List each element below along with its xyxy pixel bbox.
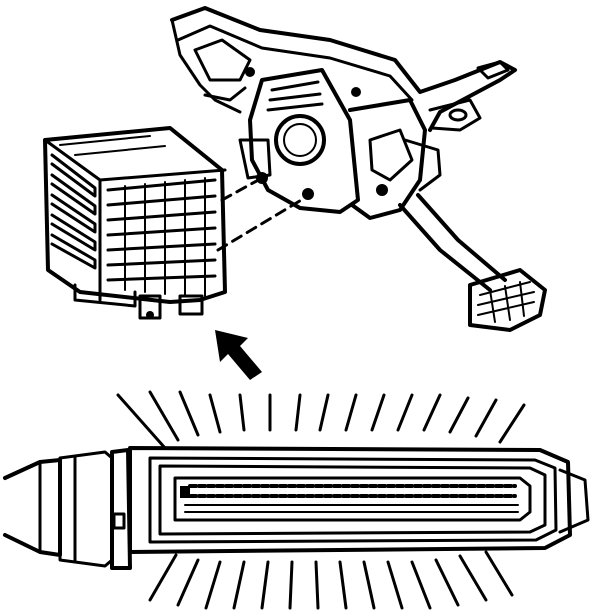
bracket-bolt-2 — [351, 87, 361, 97]
alignment-lines — [216, 176, 310, 252]
mount-stud-1 — [256, 172, 268, 184]
connector-pin-cavity — [173, 476, 532, 522]
insertion-arrow — [215, 330, 262, 380]
connector-cable — [3, 458, 62, 557]
connector-boot — [58, 450, 114, 568]
connector-collar — [110, 448, 132, 570]
brake-pedal-pad — [468, 268, 547, 332]
bracket-bolt-1 — [245, 67, 255, 77]
highlight-rays — [116, 390, 526, 610]
pedal-bracket-assembly — [170, 6, 517, 220]
fuse-array — [50, 135, 217, 297]
connector-plug — [3, 390, 590, 610]
pivot-bolt — [376, 184, 388, 196]
mounting-plate-hole — [274, 114, 326, 166]
fuse-block — [43, 126, 227, 320]
brake-pedal — [398, 193, 547, 332]
mount-stud-2 — [302, 188, 314, 200]
connector-body — [128, 446, 572, 554]
